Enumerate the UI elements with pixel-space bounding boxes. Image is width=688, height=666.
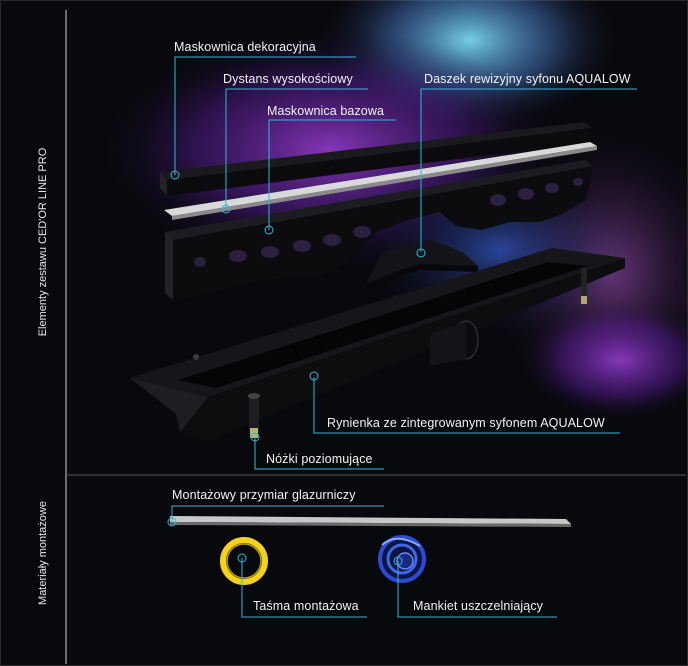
decorative-grate xyxy=(160,122,592,196)
label-leveling-feet: Nóżki poziomujące xyxy=(266,452,373,466)
label-decorative-grate: Maskownica dekoracyjna xyxy=(174,40,316,54)
section-label-mounting: Materiały montażowe xyxy=(37,501,49,605)
height-spacer xyxy=(164,142,597,220)
label-mounting-tape: Taśma montażowa xyxy=(253,599,359,613)
label-siphon-cover: Daszek rewizyjny syfonu AQUALOW xyxy=(424,72,631,86)
section-label-kit: Elementy zestawu CED'OR LINE PRO xyxy=(37,147,49,337)
sealing-collar xyxy=(378,535,426,583)
label-sealing-collar: Mankiet uszczelniający xyxy=(413,599,544,613)
drain-channel xyxy=(130,248,625,442)
base-grate xyxy=(165,160,593,300)
label-height-spacer: Dystans wysokościowy xyxy=(223,72,353,86)
mounting-tape xyxy=(220,537,268,585)
label-base-grate: Maskownica bazowa xyxy=(267,104,385,118)
tiler-gauge xyxy=(170,516,571,527)
label-drain-channel: Rynienka ze zintegrowanym syfonem AQUALO… xyxy=(327,416,605,430)
label-tiler-gauge: Montażowy przymiar glazurniczy xyxy=(172,488,356,502)
siphon-cover xyxy=(366,240,478,290)
